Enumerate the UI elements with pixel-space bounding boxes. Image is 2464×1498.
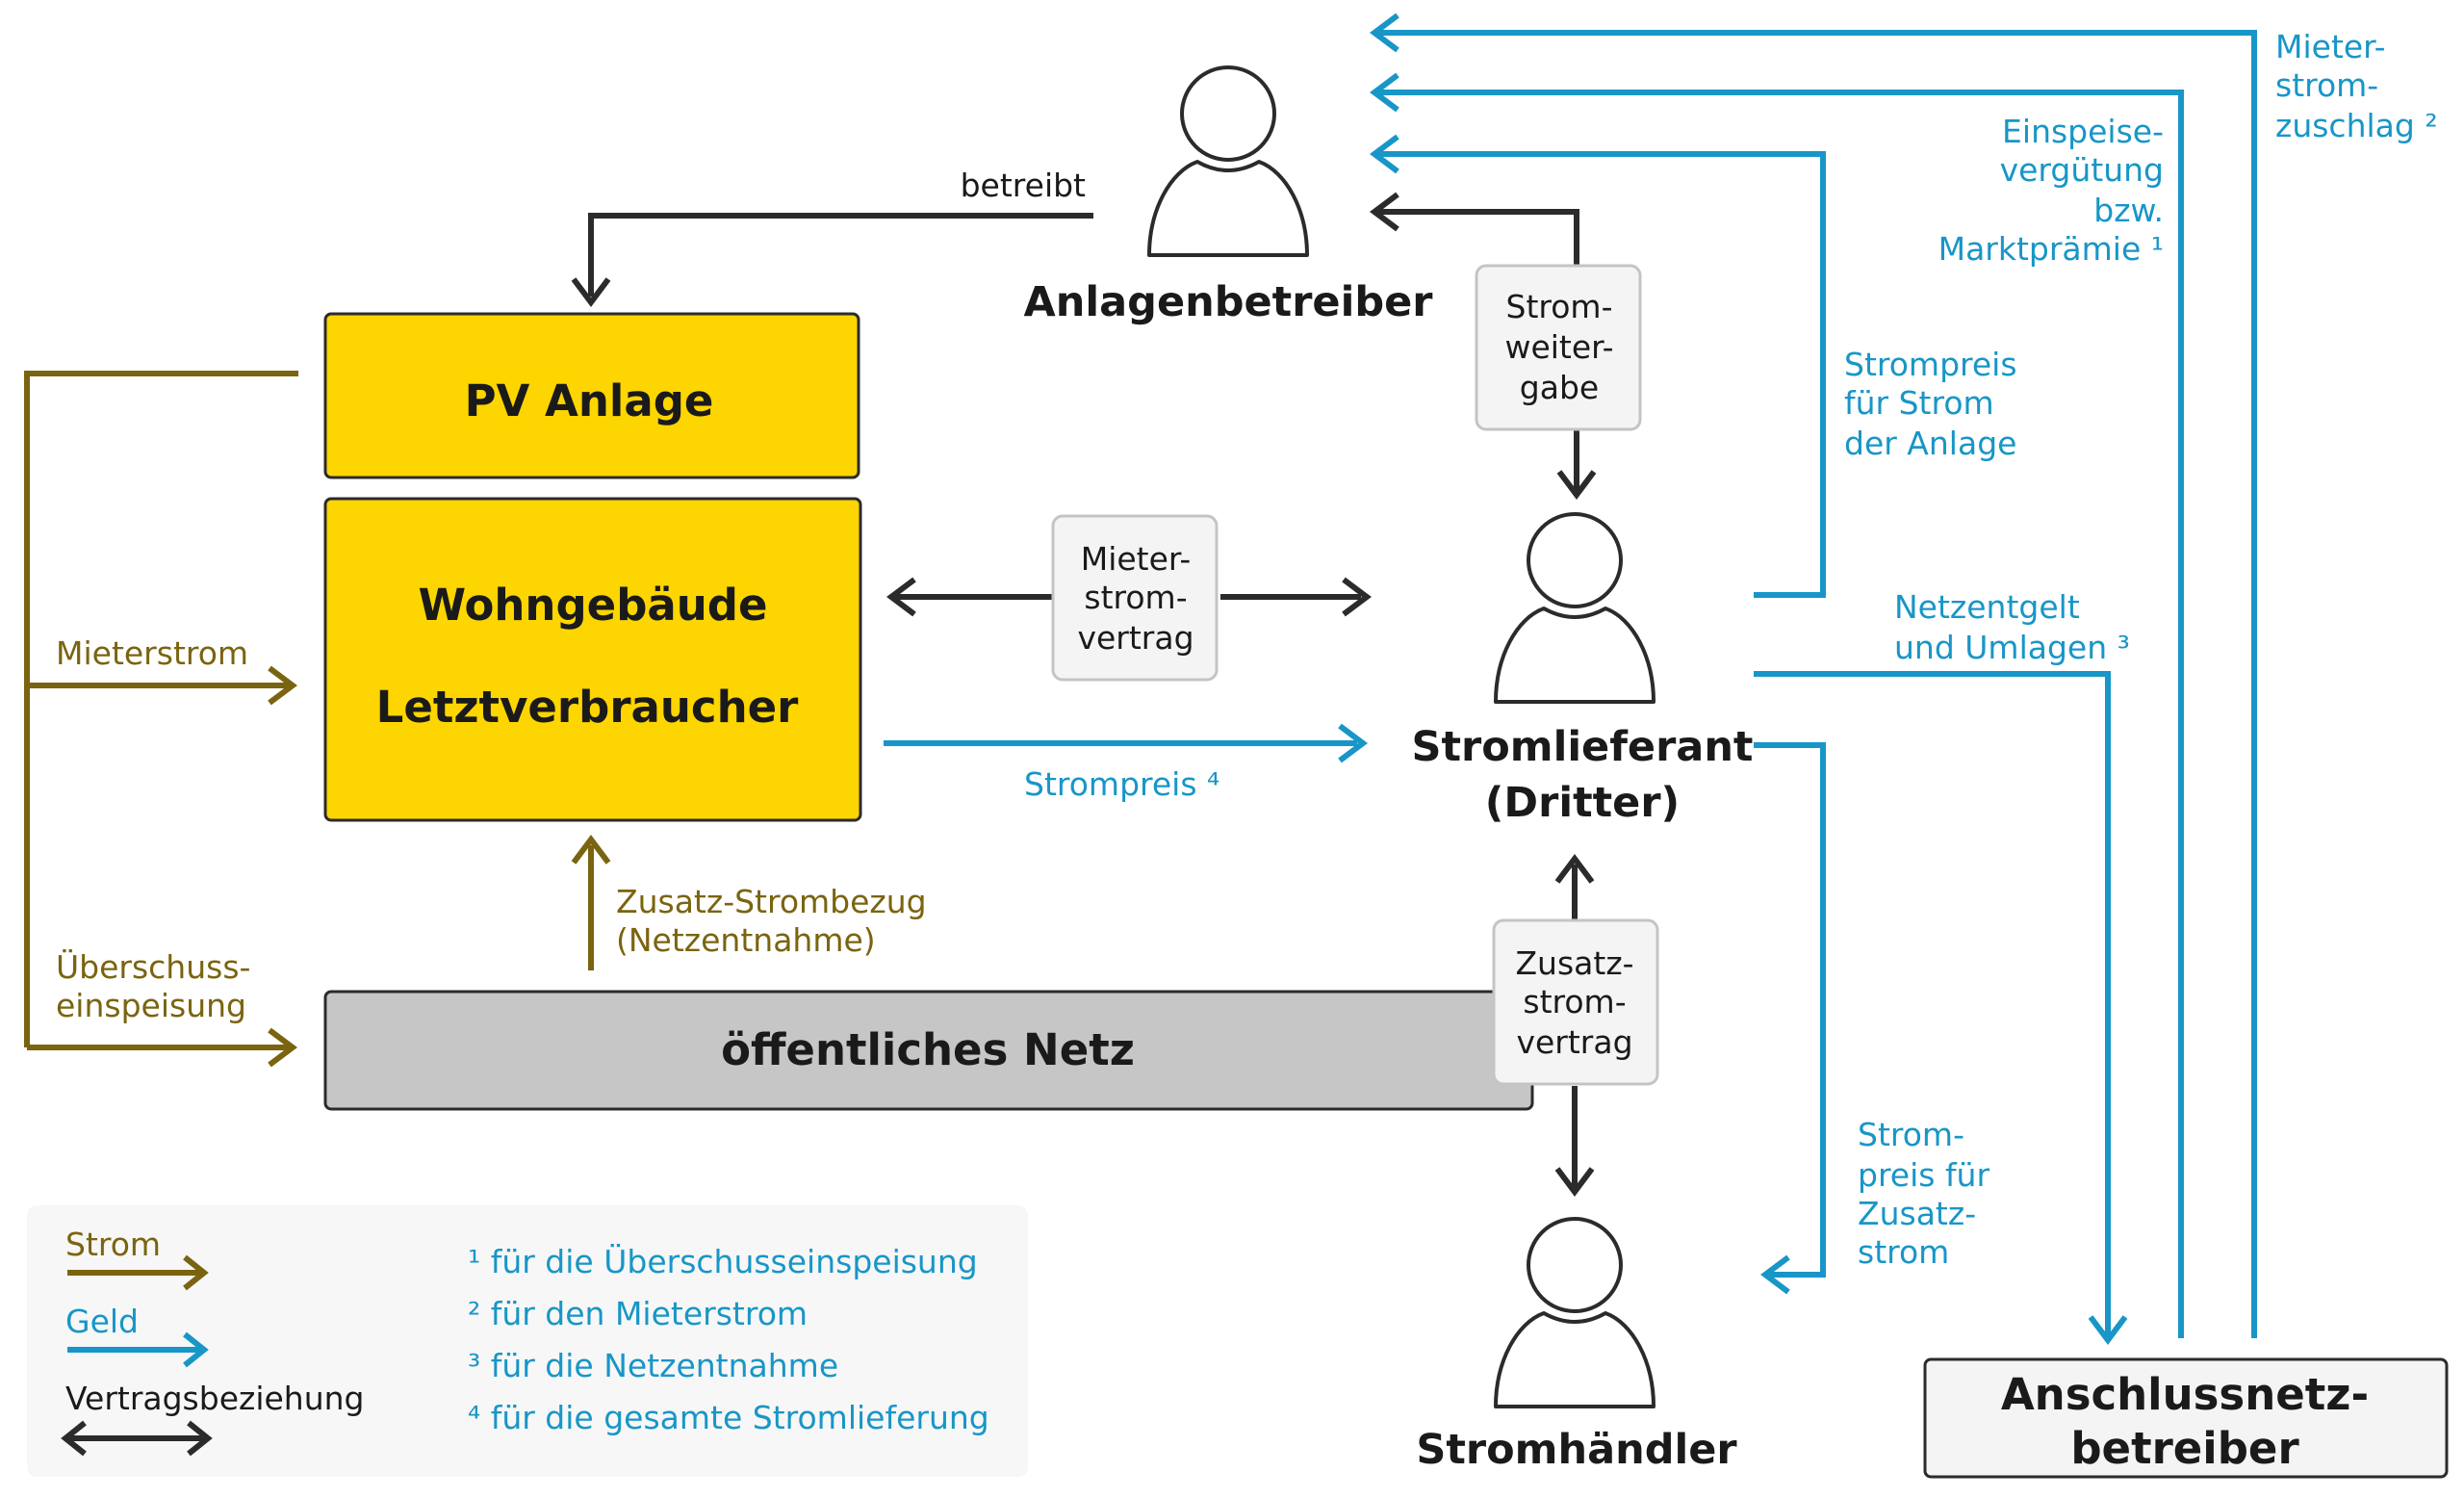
stromweitergabe-box: Strom- weiter- gabe bbox=[1475, 264, 1642, 431]
pv-output-line bbox=[24, 371, 298, 1047]
einspeiseverguetung-label-4: Marktprämie ¹ bbox=[1938, 230, 2164, 268]
mieterstromzuschlag-label-3: zuschlag ² bbox=[2275, 107, 2438, 144]
strompreis-zusatz-label-3: Zusatz- bbox=[1858, 1195, 1976, 1232]
stromlieferant: Stromlieferant (Dritter) bbox=[1412, 512, 1754, 827]
legend-note-4: ⁴ für die gesamte Stromlieferung bbox=[468, 1399, 989, 1436]
zusatzstromvertrag-line-2: strom- bbox=[1523, 983, 1626, 1020]
person-icon bbox=[1494, 1217, 1656, 1408]
ueberschuss-label-1: Überschuss- bbox=[56, 947, 250, 986]
netzentgelt-label-1: Netzentgelt bbox=[1894, 588, 2080, 626]
legend-strom-label: Strom bbox=[65, 1226, 161, 1263]
zusatzstromvertrag-box: Zusatz- strom- vertrag bbox=[1492, 918, 1659, 1086]
legend-geld-arrow bbox=[67, 1331, 209, 1368]
anlagenbetreiber-label: Anlagenbetreiber bbox=[1024, 278, 1434, 326]
strompreis-zusatz-line bbox=[1754, 742, 1826, 1278]
mieterstromvertrag-line-3: vertrag bbox=[1077, 619, 1194, 657]
stromweitergabe-line-2: weiter- bbox=[1504, 328, 1613, 366]
mieterstromvertrag-line-1: Mieter- bbox=[1081, 540, 1192, 578]
mieterstromzuschlag-label-2: strom- bbox=[2275, 66, 2378, 104]
einspeiseverguetung-label-1: Einspeise- bbox=[2002, 113, 2164, 150]
strompreis-zusatz-arrowhead bbox=[1760, 1254, 1790, 1295]
legend-vertrag-label: Vertragsbeziehung bbox=[65, 1380, 365, 1417]
legend-note-1: ¹ für die Überschusseinspeisung bbox=[468, 1242, 978, 1280]
zusatzstromvertrag-arrowhead-down bbox=[1554, 1167, 1595, 1197]
mieterstromvertrag-arrowhead-left bbox=[886, 577, 916, 617]
mieterstromzuschlag-label-1: Mieter- bbox=[2275, 28, 2386, 65]
person-icon bbox=[1494, 512, 1656, 704]
einspeiseverguetung-arrowhead bbox=[1370, 72, 1399, 113]
strompreis-anlage-label-2: für Strom bbox=[1844, 384, 1994, 422]
person-icon bbox=[1147, 65, 1309, 257]
strompreis-label: Strompreis ⁴ bbox=[1024, 765, 1219, 803]
legend-geld-label: Geld bbox=[65, 1303, 139, 1340]
legend-background bbox=[27, 1205, 1028, 1477]
stromweitergabe-line-up bbox=[1378, 209, 1579, 266]
wohngebaeude-label: Wohngebäude bbox=[418, 580, 767, 631]
netzentgelt-arrowhead bbox=[2088, 1315, 2128, 1345]
oeffentliches-netz-box: öffentliches Netz bbox=[323, 990, 1534, 1111]
strompreis-anlage-label-3: der Anlage bbox=[1844, 425, 2016, 462]
mieterstrom-arrowhead bbox=[268, 665, 297, 706]
ueberschuss-label-2: einspeisung bbox=[56, 987, 246, 1024]
netzentgelt-line bbox=[1754, 671, 2111, 1338]
strompreis-zusatz-label-1: Strom- bbox=[1858, 1116, 1964, 1153]
strompreis-anlage-label-1: Strompreis bbox=[1844, 346, 2017, 383]
mieterstromzuschlag-line bbox=[1378, 30, 2257, 1338]
wohngebaeude-box: Wohngebäude Letztverbraucher bbox=[323, 497, 862, 822]
pv-anlage-box: PV Anlage bbox=[323, 312, 860, 479]
legend-vertrag-arrow bbox=[61, 1420, 213, 1457]
geld-flows bbox=[884, 13, 2257, 1345]
strompreis-anlage-line bbox=[1378, 151, 1826, 598]
legend-note-2: ² für den Mieterstrom bbox=[468, 1295, 808, 1332]
zusatzstromvertrag-arrowhead-up bbox=[1554, 854, 1595, 884]
netzentgelt-label-2: und Umlagen ³ bbox=[1894, 629, 2130, 666]
stromweitergabe-arrowhead-down bbox=[1556, 470, 1597, 500]
zusatzbezug-label-2: (Netzentnahme) bbox=[616, 921, 876, 959]
strom-flows bbox=[24, 371, 611, 1068]
mieterstrom-label: Mieterstrom bbox=[56, 634, 248, 672]
stromhaendler-label: Stromhändler bbox=[1416, 1426, 1737, 1474]
legend-note-3: ³ für die Netzentnahme bbox=[468, 1347, 838, 1384]
strompreis-zusatz-label-4: strom bbox=[1858, 1233, 1949, 1271]
anlagenbetreiber: Anlagenbetreiber bbox=[1024, 65, 1434, 326]
einspeiseverguetung-label-2: vergütung bbox=[2000, 151, 2164, 189]
stromhaendler: Stromhändler bbox=[1416, 1217, 1737, 1474]
strompreis-arrowhead bbox=[1338, 723, 1368, 763]
legend-strom-arrow bbox=[67, 1254, 209, 1291]
strompreis-anlage-arrowhead bbox=[1370, 134, 1399, 174]
stromlieferant-label-1: Stromlieferant bbox=[1412, 723, 1754, 771]
legend: Strom Geld Vertragsbeziehung ¹ für die Ü… bbox=[27, 1205, 1028, 1477]
mieterstromzuschlag-arrowhead bbox=[1370, 13, 1399, 53]
mieterstromvertrag-box: Mieter- strom- vertrag bbox=[1051, 514, 1219, 682]
anschlussnetzbetreiber-box: Anschlussnetz- betreiber bbox=[1923, 1357, 2449, 1479]
stromweitergabe-line-1: Strom- bbox=[1506, 288, 1613, 325]
ueberschuss-arrowhead bbox=[268, 1027, 297, 1068]
stromweitergabe-arrowhead-left bbox=[1370, 192, 1399, 232]
einspeiseverguetung-line bbox=[1378, 90, 2184, 1338]
mieterstromvertrag-line-2: strom- bbox=[1084, 579, 1187, 616]
pv-anlage-label: PV Anlage bbox=[465, 375, 714, 426]
strompreis-zusatz-label-2: preis für bbox=[1858, 1156, 1989, 1194]
mieterstromvertrag-arrowhead-right bbox=[1342, 577, 1372, 617]
stromweitergabe-line-3: gabe bbox=[1520, 369, 1599, 406]
zusatzbezug-label-1: Zusatz-Strombezug bbox=[616, 883, 927, 920]
betreibt-arrowhead bbox=[571, 277, 611, 307]
anschlussnetzbetreiber-label-2: betreiber bbox=[2070, 1423, 2299, 1474]
letztverbraucher-label: Letztverbraucher bbox=[376, 682, 799, 733]
zusatzstromvertrag-line-3: vertrag bbox=[1516, 1023, 1632, 1061]
zusatzbezug-arrowhead bbox=[571, 835, 611, 865]
betreibt-label: betreibt bbox=[961, 167, 1086, 204]
betreibt-line bbox=[588, 213, 1093, 297]
stromlieferant-label-2: (Dritter) bbox=[1485, 779, 1680, 827]
oeffentliches-netz-label: öffentliches Netz bbox=[721, 1024, 1135, 1075]
anschlussnetzbetreiber-label-1: Anschlussnetz- bbox=[2001, 1369, 2369, 1420]
zusatzstromvertrag-line-1: Zusatz- bbox=[1515, 944, 1633, 982]
einspeiseverguetung-label-3: bzw. bbox=[2093, 192, 2164, 229]
vertrag-flows bbox=[571, 192, 1597, 1197]
